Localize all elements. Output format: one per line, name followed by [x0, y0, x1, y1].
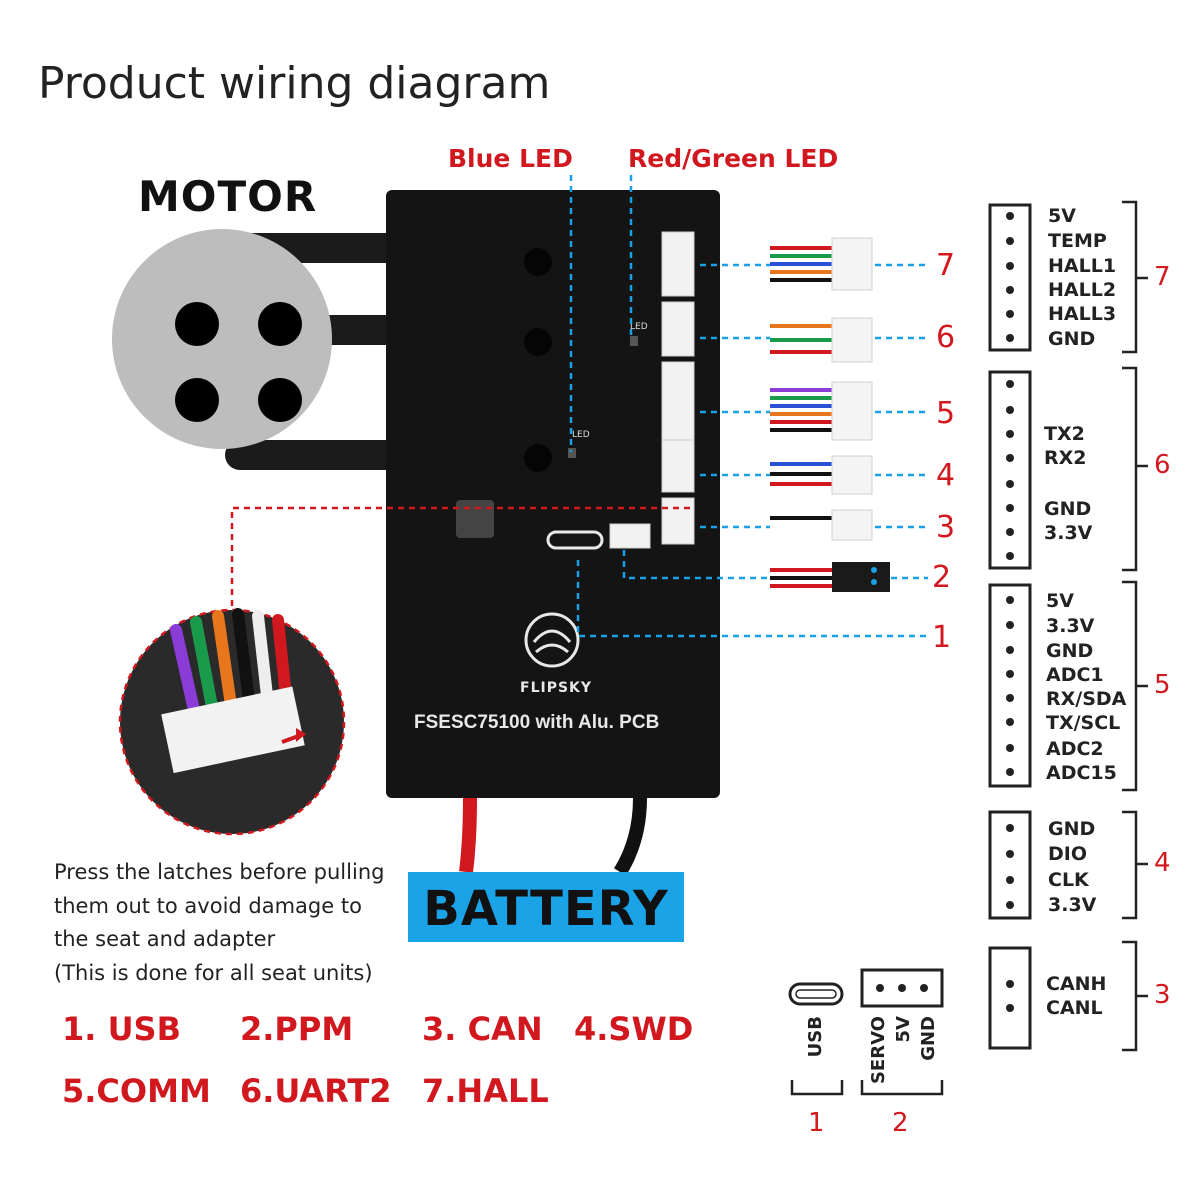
legend-comm: 5.COMM — [62, 1072, 211, 1110]
pin-5-6: ADC2 — [1046, 738, 1104, 760]
pin-4-3: 3.3V — [1048, 894, 1097, 916]
inductor — [456, 500, 494, 538]
pin-group-number-6: 6 — [1154, 450, 1171, 480]
pin-4-1: DIO — [1048, 843, 1087, 865]
board-led-label-2: LED — [572, 430, 590, 440]
flipsky-logo-icon — [524, 612, 580, 668]
ppm-label-servo: SERVO — [868, 1016, 889, 1085]
motor-pin-4 — [258, 378, 302, 422]
motor-pin-1 — [175, 302, 219, 346]
board-model: FSESC75100 with Alu. PCB — [414, 712, 660, 733]
connector-number-2: 2 — [932, 560, 952, 595]
battery-box: BATTERY — [408, 872, 684, 942]
blue-led-label: Blue LED — [448, 144, 573, 173]
pin-group-number-5: 5 — [1154, 670, 1171, 700]
plug-5 — [831, 381, 873, 441]
legend-uart2: 6.UART2 — [240, 1072, 392, 1110]
connector-3 — [661, 497, 695, 545]
pin-6-2: GND — [1044, 498, 1092, 520]
led-blue — [568, 448, 576, 458]
plug-3 — [831, 509, 873, 541]
pin-group-number-7: 7 — [1154, 262, 1171, 292]
pin-6-3: 3.3V — [1044, 522, 1093, 544]
note-line-2: them out to avoid damage to — [54, 894, 362, 918]
ppm-label-5v: 5V — [893, 1016, 914, 1043]
pin-5-2: GND — [1046, 640, 1094, 662]
connector-number-7: 7 — [936, 248, 956, 283]
usb-c-port — [546, 530, 604, 550]
bottom-usb-number: 1 — [808, 1108, 825, 1138]
connector-5 — [661, 361, 695, 443]
pin-3-1: CANL — [1046, 997, 1103, 1019]
pin-7-4: HALL3 — [1048, 303, 1117, 325]
pin-4-0: GND — [1048, 818, 1096, 840]
ppm-label-gnd: GND — [918, 1016, 939, 1061]
legend-usb: 1. USB — [62, 1010, 181, 1048]
pin-6-0: TX2 — [1044, 423, 1085, 445]
pin-7-5: GND — [1048, 328, 1096, 350]
note-line-1: Press the latches before pulling — [54, 860, 385, 884]
connector-6 — [661, 301, 695, 357]
pin-7-0: 5V — [1048, 205, 1076, 227]
battery-cable-black — [613, 797, 647, 876]
legend-can: 3. CAN — [422, 1010, 543, 1048]
pin-5-4: RX/SDA — [1046, 688, 1127, 710]
battery-cable-red — [459, 797, 477, 873]
note-line-4: (This is done for all seat units) — [54, 961, 373, 985]
pin-4-2: CLK — [1048, 869, 1089, 891]
pin-5-5: TX/SCL — [1046, 712, 1121, 734]
pin-5-1: 3.3V — [1046, 615, 1095, 637]
legend-ppm: 2.PPM — [240, 1010, 354, 1048]
pin-5-7: ADC15 — [1046, 762, 1117, 784]
connector-number-3: 3 — [936, 510, 956, 545]
connector-7 — [661, 231, 695, 297]
motor-pin-2 — [258, 302, 302, 346]
pin-group-number-3: 3 — [1154, 980, 1171, 1010]
plug-6 — [831, 317, 873, 363]
connector-number-1: 1 — [932, 620, 952, 655]
usb-symbol-icon — [788, 982, 844, 1006]
battery-label: BATTERY — [423, 881, 669, 937]
pin-5-3: ADC1 — [1046, 664, 1104, 686]
usb-symbol-label: USB — [805, 1016, 826, 1058]
legend-hall: 7.HALL — [422, 1072, 549, 1110]
legend-swd: 4.SWD — [574, 1010, 694, 1048]
pin-7-1: TEMP — [1048, 230, 1107, 252]
plug-7 — [831, 237, 873, 291]
ppm-header-icon — [860, 968, 944, 1008]
pin-6-1: RX2 — [1044, 447, 1087, 469]
led-red-green — [630, 336, 638, 346]
connector-2 — [609, 523, 651, 549]
pin-5-0: 5V — [1046, 590, 1074, 612]
pin-7-3: HALL2 — [1048, 279, 1117, 301]
plug-2 — [832, 562, 890, 592]
connector-number-6: 6 — [936, 320, 956, 355]
bottom-ppm-number: 2 — [892, 1108, 909, 1138]
connector-number-4: 4 — [936, 458, 956, 493]
pin-group-number-4: 4 — [1154, 848, 1171, 878]
plug-4 — [831, 455, 873, 495]
motor-pin-3 — [175, 378, 219, 422]
page-title: Product wiring diagram — [38, 58, 551, 109]
board-brand: FLIPSKY — [520, 680, 593, 696]
motor-label: MOTOR — [138, 172, 318, 221]
board-led-label-1: LED — [630, 322, 648, 332]
pin-3-0: CANH — [1046, 973, 1107, 995]
connector-number-5: 5 — [936, 396, 956, 431]
connector-4 — [661, 439, 695, 493]
red-green-led-label: Red/Green LED — [628, 144, 839, 173]
pin-7-2: HALL1 — [1048, 255, 1117, 277]
note-line-3: the seat and adapter — [54, 927, 276, 951]
board-details — [456, 231, 695, 668]
